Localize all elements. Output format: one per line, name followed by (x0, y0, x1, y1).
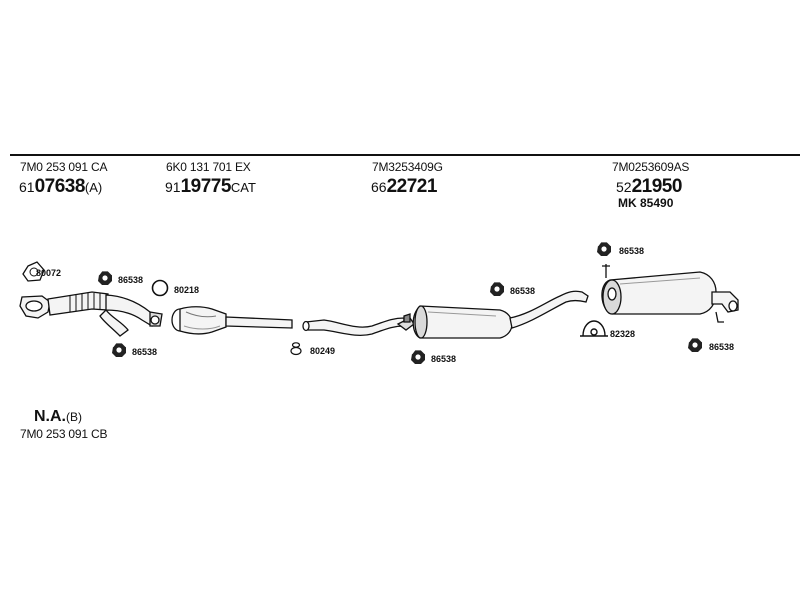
pipe-clamp-icon (290, 342, 302, 356)
section-4-mk-reference: MK 85490 (618, 196, 674, 210)
label-nut-rear-top: 86538 (619, 246, 645, 256)
bottom-note-main: N.A. (34, 408, 66, 425)
label-nut-front-top: 86538 (118, 275, 144, 285)
section-1-ref-main: 07638 (34, 176, 86, 197)
section-4-part-number: 7M0253609AS (612, 160, 690, 174)
section-1-part-number: 7M0 253 091 CA (20, 160, 108, 174)
bottom-note-suffix: (B) (66, 410, 82, 424)
section-4-ref-prefix: 52 (616, 179, 632, 195)
rear-clamp-icon (580, 320, 608, 337)
label-nut-rear-bottom: 86538 (709, 342, 735, 352)
label-clamp-mid: 80249 (310, 346, 336, 356)
section-3-part-number: 7M3253409G (372, 160, 443, 174)
section-1-reference: 6107638(A) (19, 177, 102, 196)
center-pipe (302, 313, 415, 336)
section-2-ref-suffix: CAT (230, 180, 256, 195)
nut-icon-front-bottom (111, 342, 127, 358)
section-3-ref-main: 22721 (386, 176, 438, 197)
label-clamp-rear: 82328 (610, 329, 636, 339)
section-2-ref-main: 19775 (180, 176, 232, 197)
bottom-note-part-number: 7M0 253 091 CB (20, 427, 108, 441)
label-ring-front: 80218 (174, 285, 200, 295)
catalytic-converter (171, 306, 293, 335)
sealing-ring-icon (151, 279, 169, 297)
label-gasket-front: 80072 (36, 268, 62, 278)
nut-icon-front-top (97, 270, 113, 286)
section-3-ref-prefix: 66 (371, 179, 387, 195)
label-nut-center-top: 86538 (510, 286, 536, 296)
gasket-icon (22, 261, 45, 282)
label-nut-front-bottom: 86538 (132, 347, 158, 357)
section-4-ref-main: 21950 (631, 176, 683, 197)
section-2-reference: 9119775CAT (165, 177, 256, 196)
bottom-note: N.A.(B) (34, 409, 82, 425)
middle-silencer (412, 290, 589, 339)
nut-icon-center-bottom (410, 349, 426, 365)
nut-icon-rear-bottom (687, 337, 703, 353)
nut-icon-rear-top (596, 241, 612, 257)
section-1-ref-prefix: 61 (19, 179, 35, 195)
label-nut-center-bottom: 86538 (431, 354, 457, 364)
section-1-ref-suffix: (A) (84, 180, 103, 195)
section-2-ref-prefix: 91 (165, 179, 181, 195)
header-divider-line (10, 154, 800, 156)
front-downpipe (19, 291, 163, 337)
section-4-reference: 5221950 (616, 177, 682, 196)
nut-icon-center-top (489, 281, 505, 297)
section-2-part-number: 6K0 131 701 EX (166, 160, 251, 174)
section-3-reference: 6622721 (371, 177, 437, 196)
rear-silencer (601, 264, 739, 323)
